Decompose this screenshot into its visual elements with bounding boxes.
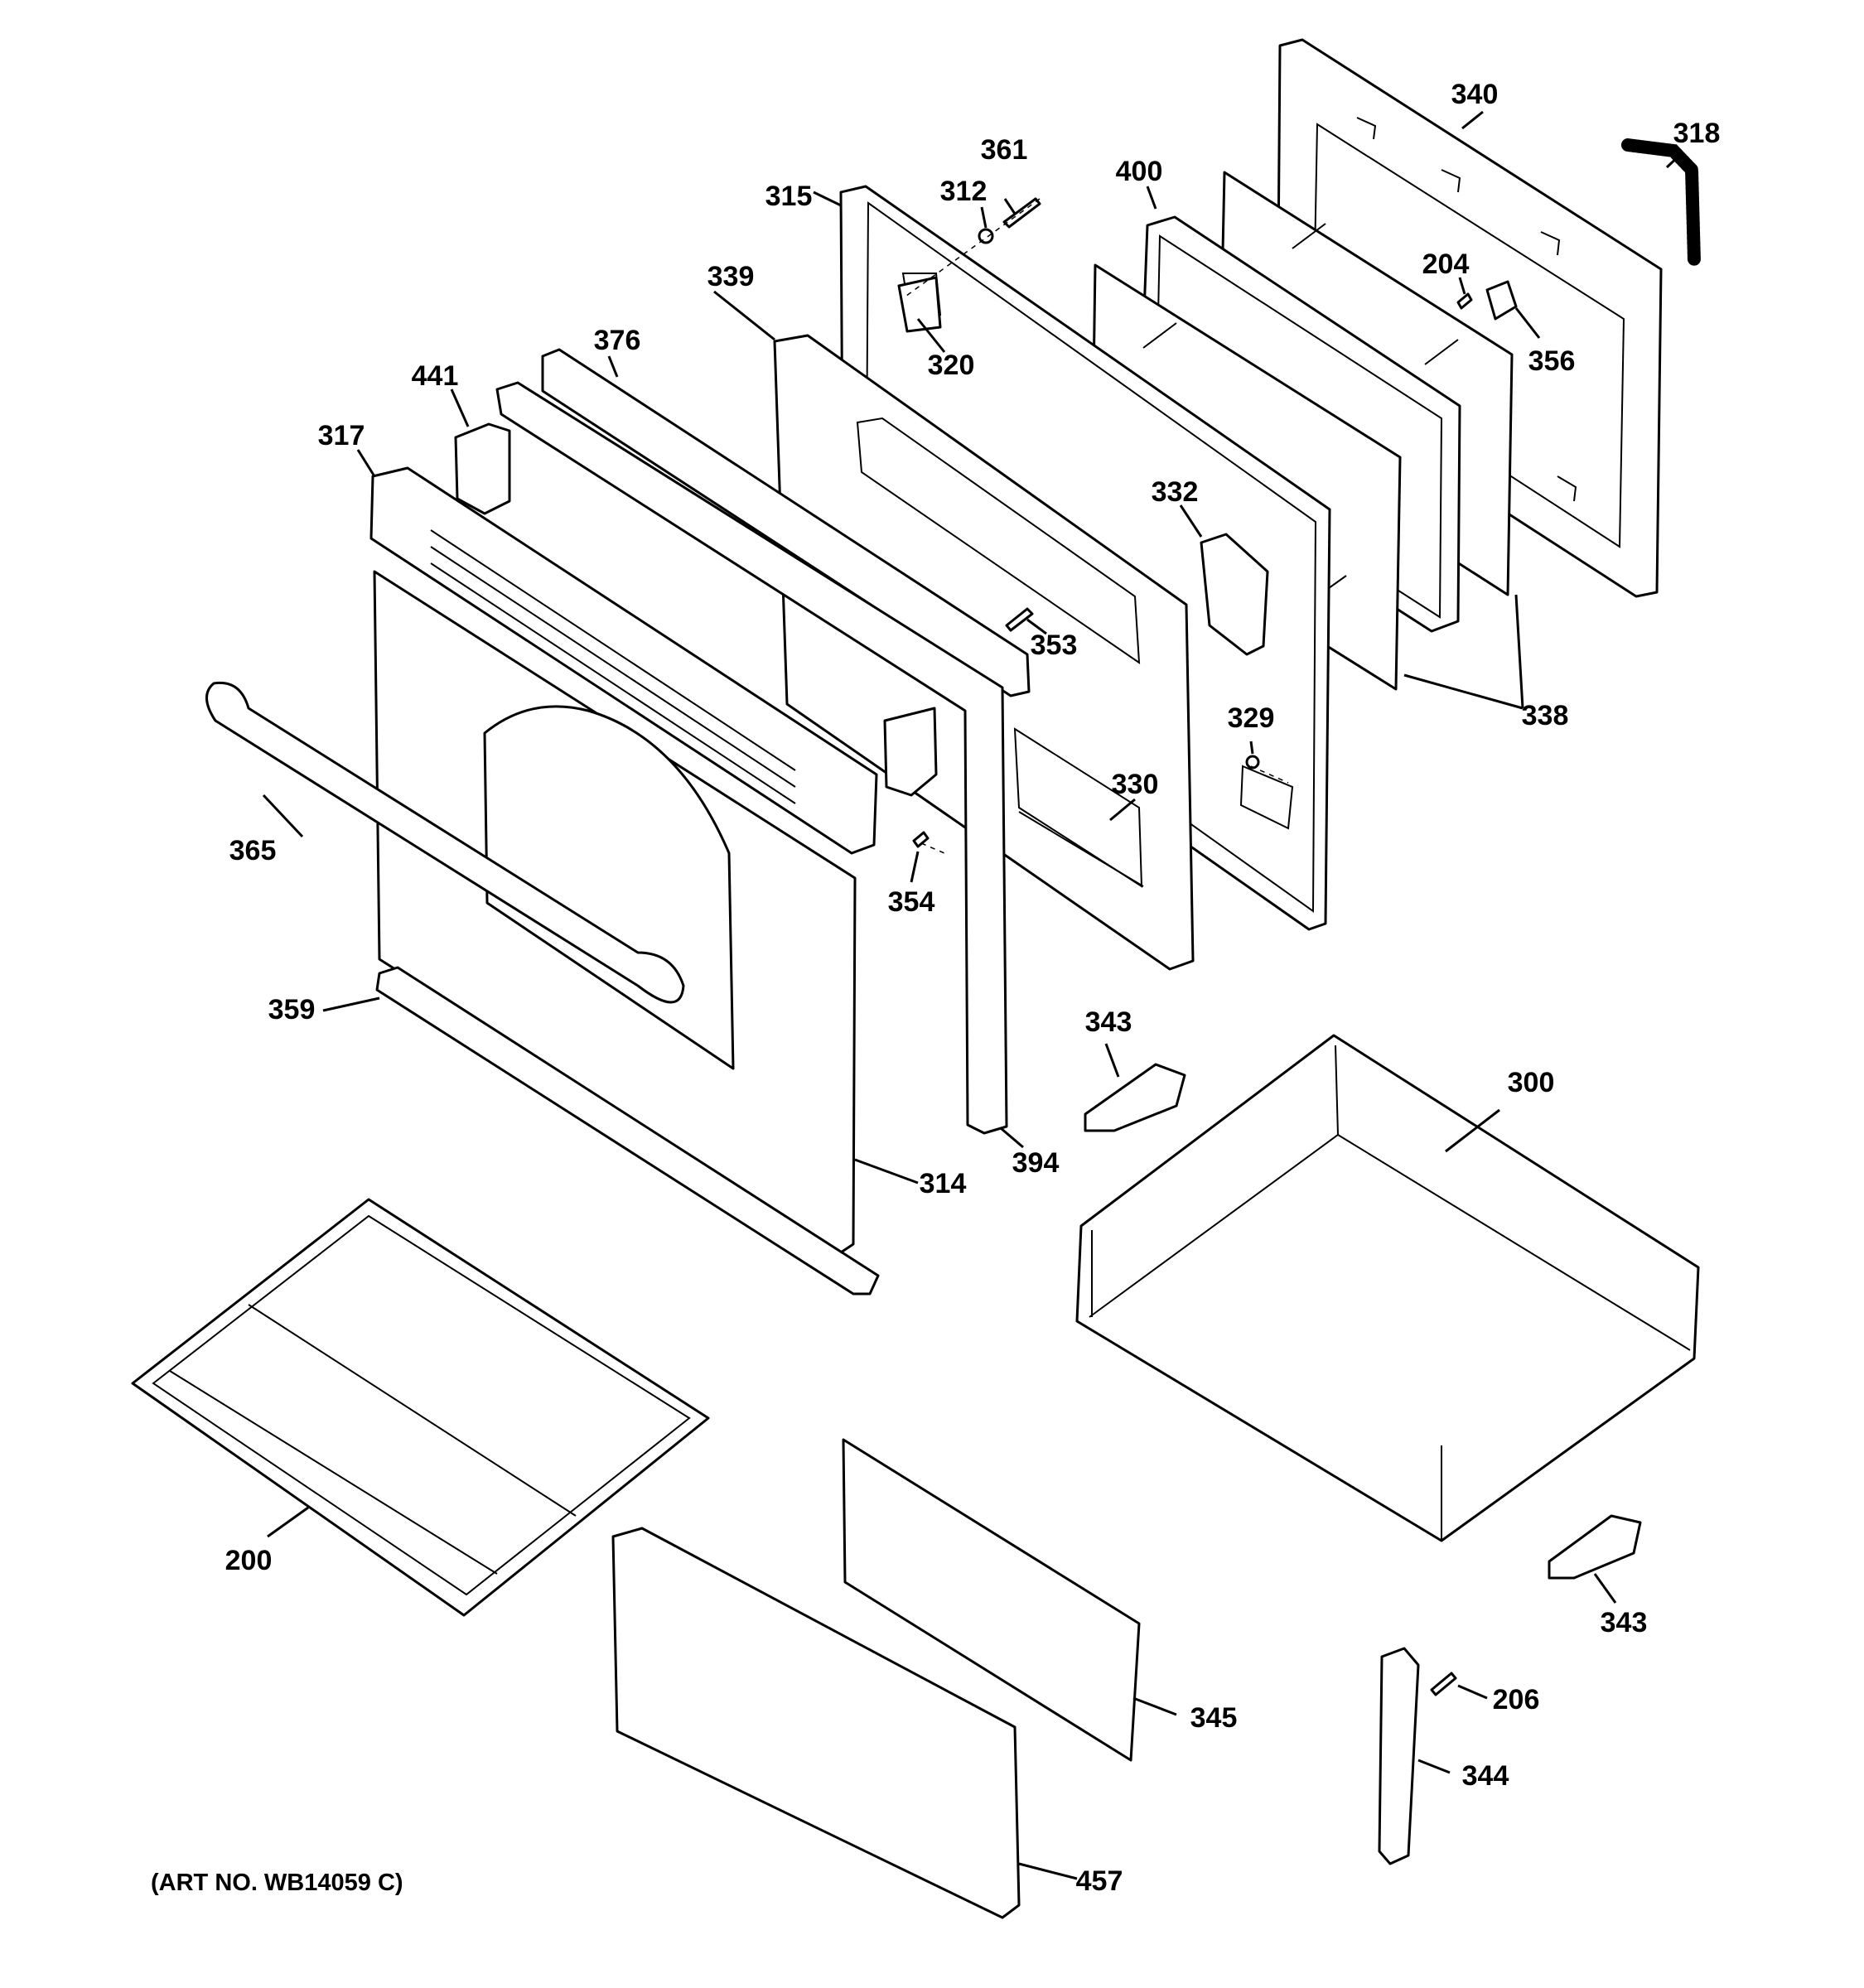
callout-376: 376 — [594, 325, 641, 356]
callout-labels: 340 318 361 400 312 315 204 339 356 320 … — [225, 79, 1721, 1897]
callout-400: 400 — [1116, 156, 1163, 187]
callout-300: 300 — [1508, 1067, 1555, 1098]
part-screw-361 — [1002, 197, 1041, 229]
callout-340: 340 — [1451, 79, 1499, 110]
part-hinge-441 — [454, 422, 511, 515]
callout-320: 320 — [928, 350, 975, 381]
callout-206: 206 — [1493, 1684, 1540, 1715]
part-bracket-356 — [1485, 280, 1518, 321]
part-plate-330 — [1018, 811, 1144, 887]
part-handle-365 — [205, 681, 685, 1004]
callout-339: 339 — [707, 261, 755, 292]
part-screw-353 — [1005, 607, 1034, 632]
part-panel-345 — [842, 1438, 1141, 1762]
callout-200: 200 — [225, 1545, 273, 1576]
part-vent-trim-317 — [369, 466, 878, 855]
part-rail-344 — [1378, 1647, 1420, 1865]
callout-457: 457 — [1076, 1865, 1123, 1897]
callout-361: 361 — [981, 134, 1028, 166]
part-drawer-300 — [1075, 1034, 1700, 1542]
part-bracket-332 — [1200, 533, 1269, 656]
callout-356: 356 — [1528, 345, 1576, 377]
callout-344: 344 — [1462, 1760, 1509, 1792]
part-nut-312 — [978, 228, 994, 244]
part-drawer-front-457 — [611, 1527, 1021, 1919]
callout-441: 441 — [412, 360, 459, 392]
part-screw-329 — [1245, 755, 1260, 770]
art-number: (ART NO. WB14059 C) — [151, 1870, 403, 1896]
part-screw-206 — [1430, 1672, 1457, 1696]
callout-343-lower: 343 — [1601, 1607, 1648, 1638]
callout-345: 345 — [1190, 1702, 1238, 1734]
callout-332: 332 — [1152, 476, 1199, 508]
part-bottom-trim-359 — [375, 966, 880, 1296]
callout-317: 317 — [318, 420, 365, 451]
part-hinge-right — [883, 707, 938, 797]
callout-315: 315 — [765, 181, 813, 212]
callout-312: 312 — [940, 176, 988, 207]
part-oven-rack-200 — [131, 1198, 710, 1617]
part-slide-343-upper — [1084, 1063, 1186, 1132]
callout-354: 354 — [888, 886, 935, 918]
callout-329: 329 — [1228, 702, 1275, 734]
callout-343-upper: 343 — [1085, 1006, 1132, 1038]
part-side-rail-394 — [495, 381, 1008, 1135]
callout-204: 204 — [1422, 248, 1470, 280]
callout-330: 330 — [1112, 769, 1159, 800]
part-bracket-320 — [897, 276, 942, 333]
part-screw-204 — [1456, 292, 1473, 310]
callout-318: 318 — [1673, 118, 1721, 149]
callout-314: 314 — [920, 1168, 967, 1199]
leader-lines — [262, 110, 1683, 1880]
callout-394: 394 — [1012, 1147, 1060, 1179]
callout-359: 359 — [268, 994, 316, 1025]
part-gasket-318 — [1621, 138, 1701, 268]
part-slide-343-lower — [1548, 1514, 1642, 1580]
callout-353: 353 — [1031, 630, 1078, 661]
callout-365: 365 — [229, 835, 277, 866]
callout-338: 338 — [1522, 700, 1569, 731]
part-screw-354 — [912, 831, 930, 848]
part-channel-376 — [541, 348, 1031, 697]
